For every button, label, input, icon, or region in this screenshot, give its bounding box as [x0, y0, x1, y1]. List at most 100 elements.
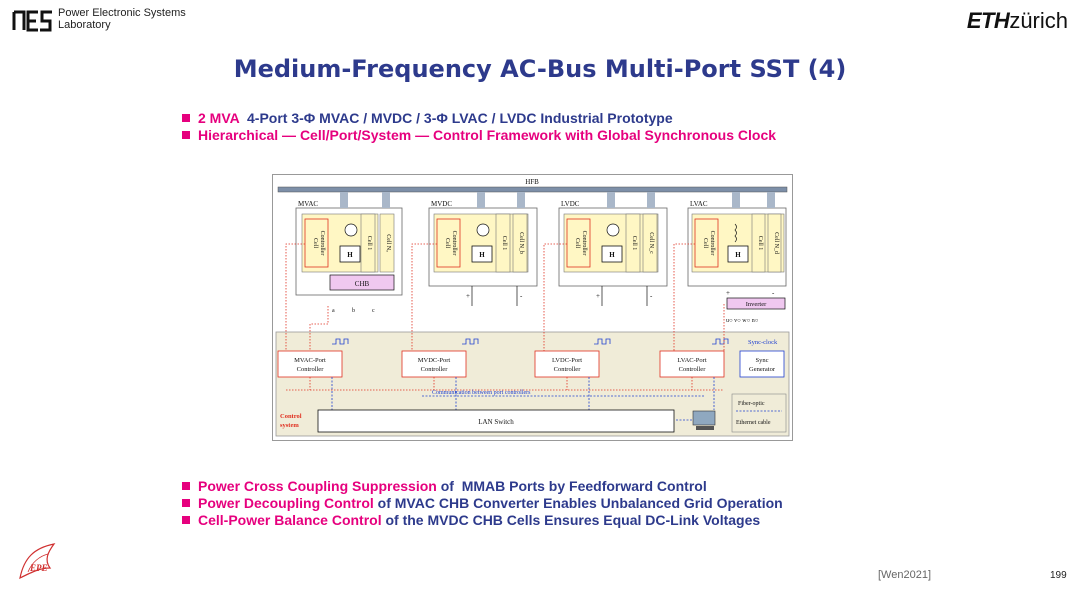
bottom-bullet-list: Power Cross Coupling Suppression of MMAB… — [182, 478, 783, 529]
cell-controller-box — [436, 218, 461, 268]
terminal-label: - — [772, 289, 775, 297]
ethernet-links — [331, 377, 715, 421]
bullet-text: of MMAB Ports by Feedforward Control — [436, 478, 707, 494]
lan-switch-label: LAN Switch — [478, 418, 514, 426]
controller-label: MVAC-Port — [294, 357, 326, 364]
port-name: LVDC — [561, 200, 580, 208]
bullet-highlight: Hierarchical — Cell/Port/System — Contro… — [198, 127, 777, 143]
port-controller-mvdc: MVDC-Port Controller — [401, 350, 467, 378]
controller-label2: Controller — [421, 366, 449, 373]
h-bridge-block — [339, 245, 361, 263]
cell-controller-label2: Controller — [451, 231, 457, 256]
inverter-terminals: u○ v○ w○ n○ — [726, 318, 759, 324]
bullet-text: 4-Port 3-Φ MVAC / MVDC / 3-Φ LVAC / LVDC… — [239, 110, 673, 126]
cell-n-box — [767, 213, 782, 273]
inductor-icon — [734, 223, 737, 243]
cell-controller-label: Cell — [312, 238, 318, 248]
controller-box — [277, 350, 343, 378]
controller-label2: Controller — [679, 366, 707, 373]
fiber-links — [285, 243, 725, 391]
port-lvdc: LVDC Cell Controller H Cell 1 Cell N_c +… — [558, 192, 668, 306]
terminal-label: + — [466, 292, 470, 300]
port-mvac: MVAC Cell Controller H Cell 1 Cell Nₐ CH… — [295, 192, 403, 314]
eth-logo: ETHzürich — [967, 8, 1068, 34]
communication-label: Communication between port controllers — [432, 390, 531, 396]
sync-generator-label2: Generator — [749, 366, 776, 373]
legend-ethernet-label: Ethernet cable — [736, 420, 771, 426]
cell-first-label: Cell 1 — [631, 236, 637, 251]
bullet-square-icon — [182, 499, 190, 507]
sync-clock-wave-icon — [712, 338, 729, 345]
port-name: MVAC — [298, 200, 318, 208]
sync-generator: Sync Generator — [739, 350, 785, 378]
sync-clock-wave-icon — [462, 338, 479, 345]
eth-logo-light: zürich — [1009, 8, 1068, 33]
cell-controller-label2: Controller — [581, 231, 587, 256]
control-system-label2: system — [280, 422, 299, 429]
sync-clock-wave-icon — [332, 338, 349, 345]
transformer-icon — [344, 223, 358, 237]
bus-connector — [340, 192, 348, 208]
controller-label: LVDC-Port — [552, 357, 582, 364]
h-bridge-label: H — [735, 251, 741, 259]
cell-first-label: Cell 1 — [757, 236, 763, 251]
inverter-block — [726, 297, 786, 310]
bullet-item: Cell-Power Balance Control of the MVDC C… — [182, 512, 783, 529]
cell-n-box — [512, 213, 528, 273]
h-bridge-label: H — [609, 251, 615, 259]
port-name: MVDC — [431, 200, 452, 208]
cell-1-box — [751, 213, 766, 273]
cell-last-label: Cell N_c — [648, 232, 654, 254]
bus-connector — [732, 192, 740, 208]
chb-block — [329, 274, 395, 291]
sync-generator-label: Sync — [756, 357, 769, 364]
terminal-label: - — [650, 292, 653, 300]
page-number: 199 — [1050, 570, 1067, 581]
pes-logo — [12, 10, 52, 32]
inverter-label: Inverter — [746, 301, 767, 308]
bus-connector — [647, 192, 655, 208]
controller-label2: Controller — [297, 366, 325, 373]
bus-connector — [477, 192, 485, 208]
h-bridge-block — [727, 245, 749, 263]
chb-label: CHB — [355, 280, 370, 288]
controller-box — [401, 350, 467, 378]
port-controller-lvdc: LVDC-Port Controller — [534, 350, 600, 378]
cell-controller-label2: Controller — [319, 231, 325, 256]
bullet-highlight: 2 MVA — [198, 110, 240, 126]
cell-controller-label2: Controller — [709, 231, 715, 256]
cell-n-box — [642, 213, 658, 273]
sync-clock-label: Sync-clock — [748, 339, 778, 346]
citation: [Wen2021] — [878, 569, 932, 581]
cell-last-label: Cell N_d — [773, 232, 779, 254]
bullet-square-icon — [182, 114, 190, 122]
cell-n-box — [379, 213, 395, 273]
bullet-item: Power Decoupling Control of MVAC CHB Con… — [182, 495, 783, 512]
cell-1-box — [625, 213, 641, 273]
epe-logo: EPE — [19, 543, 56, 580]
sync-generator-box — [739, 350, 785, 378]
cell-last-label: Cell Nₐ — [385, 234, 391, 252]
bullet-square-icon — [182, 516, 190, 524]
transformer-icon — [476, 223, 490, 237]
bullet-highlight: Power Cross Coupling Suppression — [198, 478, 437, 494]
cell-first-label: Cell 1 — [366, 236, 372, 251]
cell-controller-label: Cell — [444, 238, 450, 248]
bullet-highlight: Cell-Power Balance Control — [198, 512, 382, 528]
controller-label2: Controller — [554, 366, 582, 373]
cell-first-label: Cell 1 — [501, 236, 507, 251]
sync-clock-wave-icon — [594, 338, 611, 345]
bullet-text: of the MVDC CHB Cells Ensures Equal DC-L… — [381, 512, 761, 528]
control-system-label: Control — [280, 413, 302, 420]
lab-name-line2: Laboratory — [58, 19, 111, 31]
cell-controller-box — [304, 218, 329, 268]
cell-1-box — [495, 213, 511, 273]
terminal-label: + — [596, 292, 600, 300]
port-mvdc: MVDC Cell Controller H Cell 1 Cell N_b +… — [428, 192, 538, 306]
terminal-label: - — [520, 292, 523, 300]
bullet-square-icon — [182, 131, 190, 139]
bullet-item: Hierarchical — Cell/Port/System — Contro… — [182, 127, 776, 144]
sst-system-diagram: HFB MVAC Cell Controller H Cell 1 Cell N… — [272, 174, 793, 441]
port-controller-lvac: LVAC-Port Controller — [659, 350, 725, 378]
port-lvac: LVAC Cell Controller H Cell 1 Cell N_d +… — [687, 192, 787, 324]
